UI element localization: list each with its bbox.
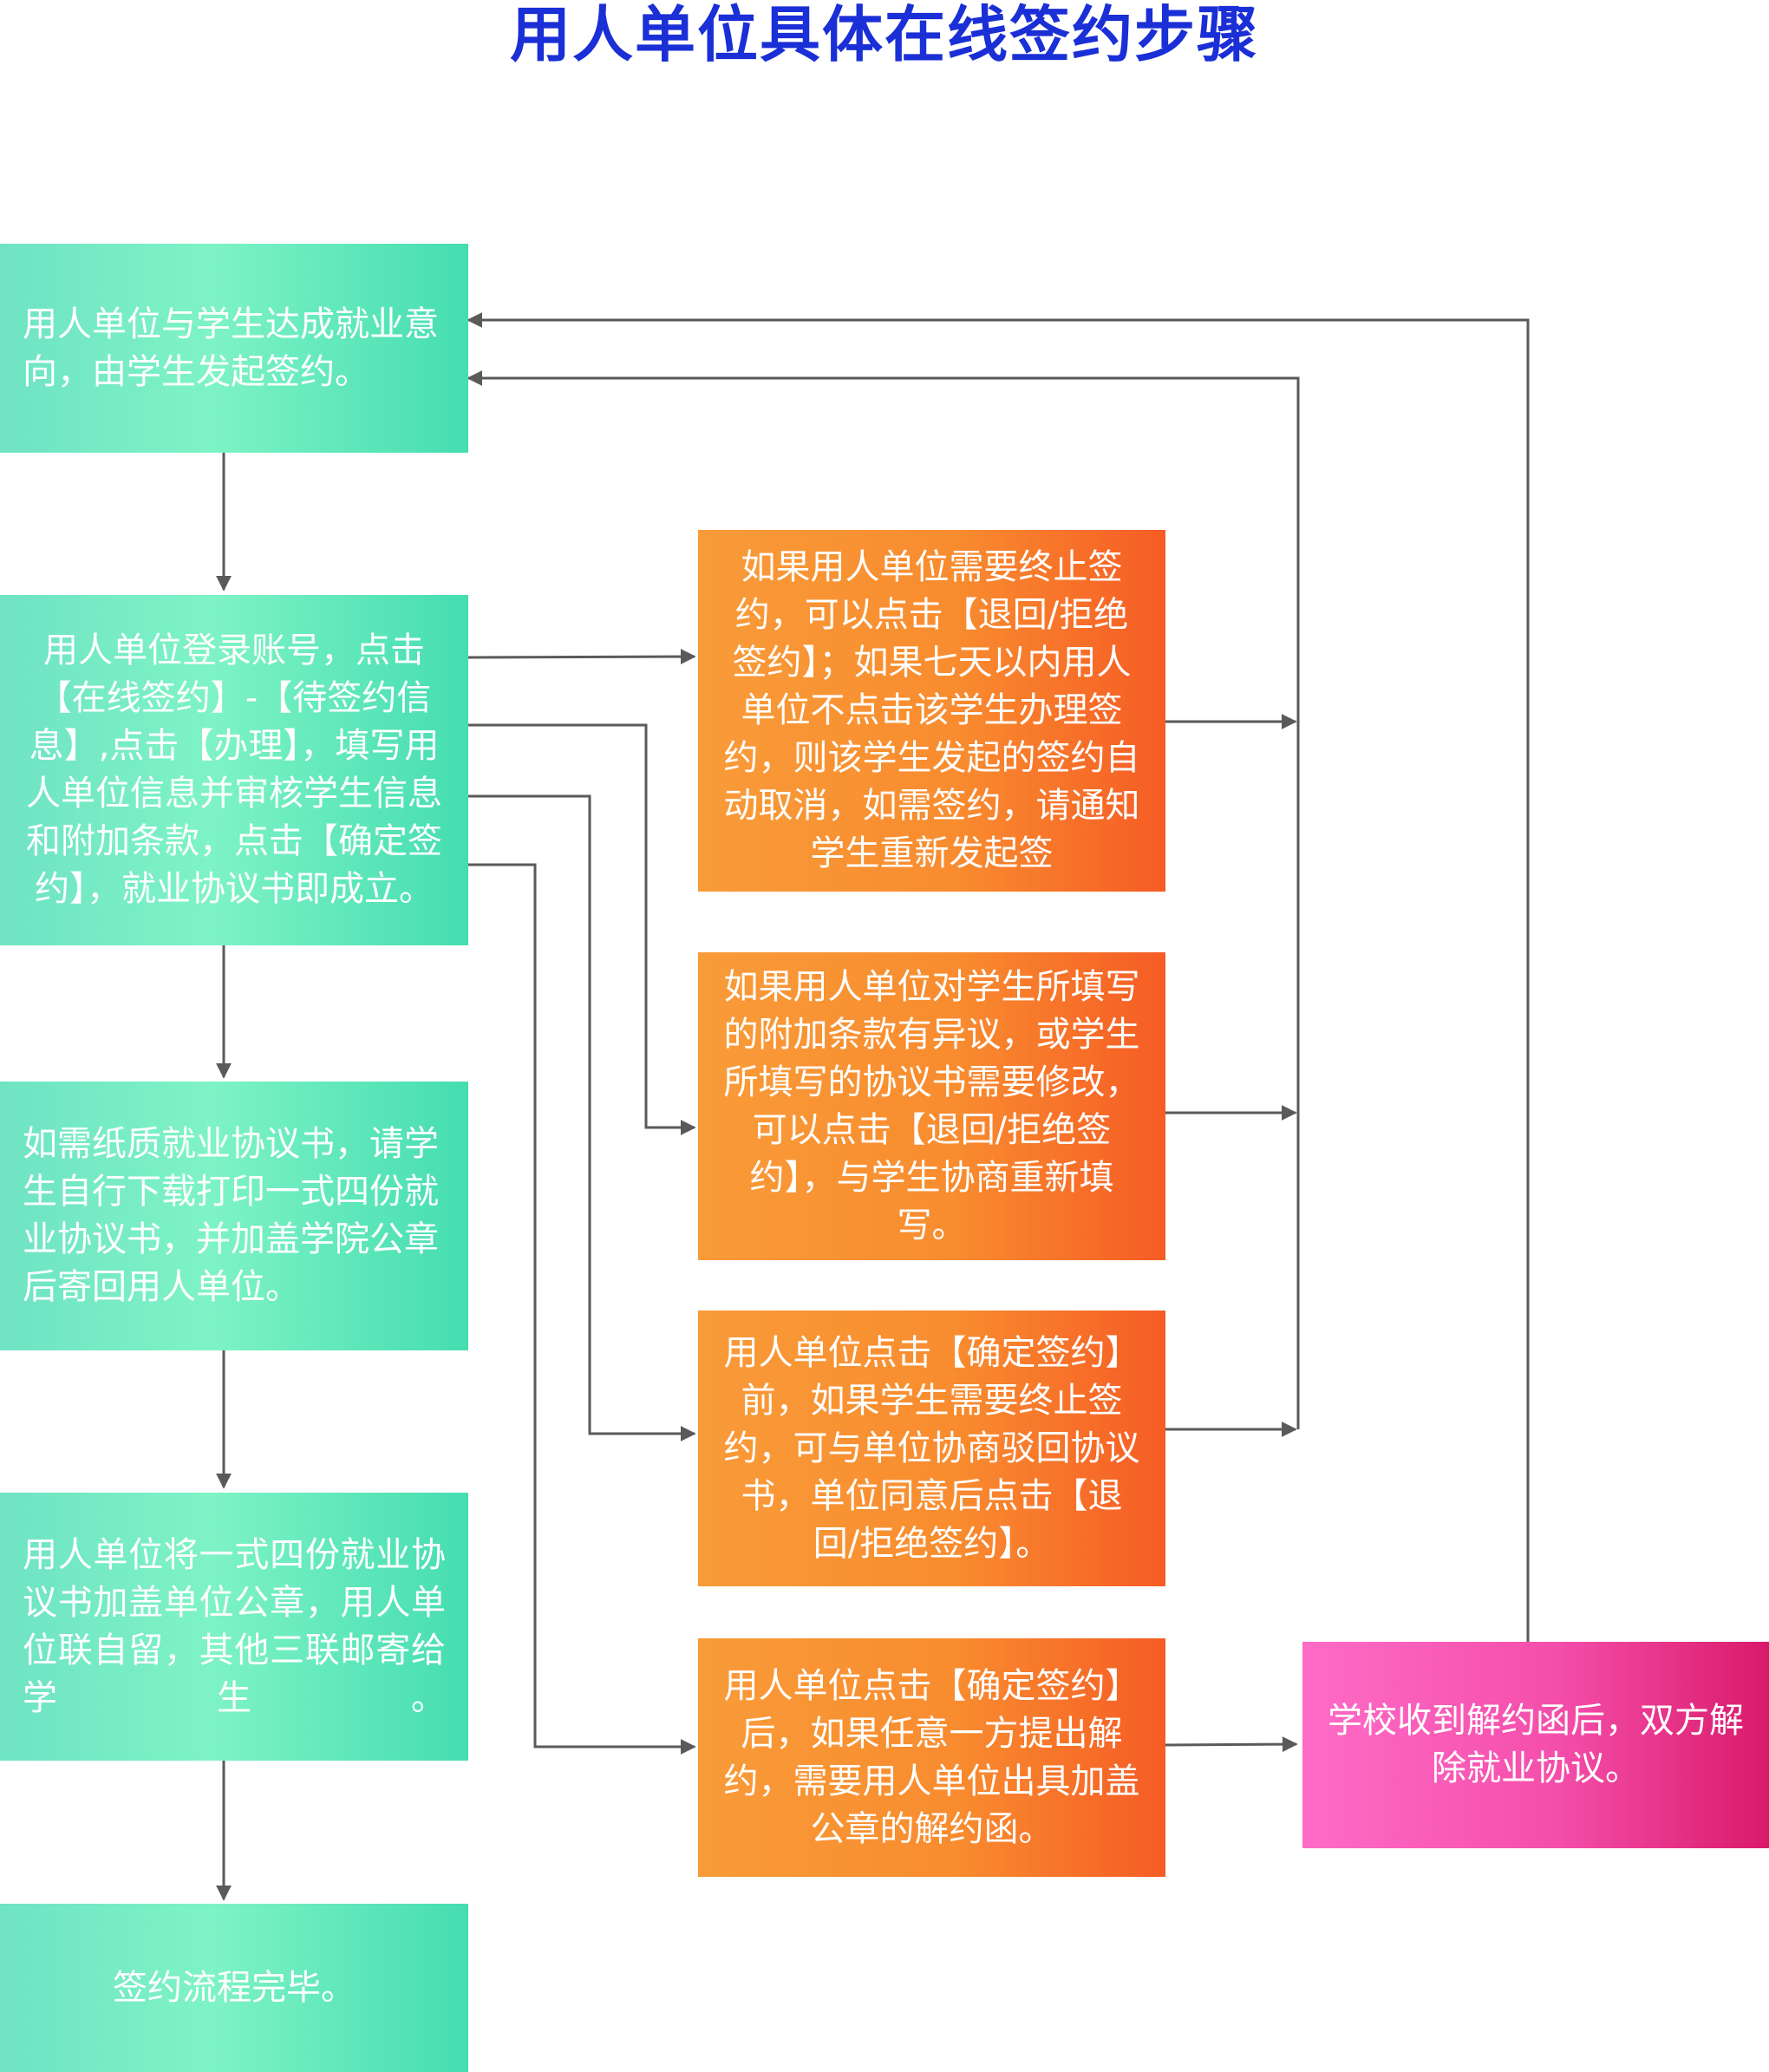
- final-text: 学校收到解约函后，双方解除就业协议。: [1328, 1701, 1744, 1788]
- branch-3-box: 用人单位点击【确定签约】前，如果学生需要终止签约，可与单位协商驳回协议书，单位同…: [698, 1311, 1165, 1586]
- step-3-text: 如需纸质就业协议书，请学生自行下载打印一式四份就业协议书，并加盖学院公章后寄回用…: [23, 1124, 439, 1307]
- branch-4-box: 用人单位点击【确定签约】后，如果任意一方提出解约，需要用人单位出具加盖公章的解约…: [698, 1638, 1165, 1877]
- branch-1-box: 如果用人单位需要终止签约，可以点击【退回/拒绝签约】；如果七天以内用人单位不点击…: [698, 530, 1165, 892]
- step-4-text: 用人单位将一式四份就业协议书加盖单位公章，用人单位联自留，其他三联邮寄给学生。: [23, 1534, 446, 1718]
- step-2-text: 用人单位登录账号，点击【在线签约】-【待签约信息】,点击【办理】，填写用人单位信…: [26, 631, 442, 909]
- arrow-branch4-final: [1165, 1736, 1298, 1753]
- step-5-box: 签约流程完毕。: [0, 1904, 468, 2072]
- step-4-box: 用人单位将一式四份就业协议书加盖单位公章，用人单位联自留，其他三联邮寄给学生。: [0, 1493, 468, 1761]
- step-2-box: 用人单位登录账号，点击【在线签约】-【待签约信息】,点击【办理】，填写用人单位信…: [0, 595, 468, 945]
- arrow-return-step1-inner: [467, 370, 1300, 1429]
- arrow-step2-branch2: [468, 723, 696, 1135]
- arrow-return-step1-outer: [467, 312, 1530, 1642]
- final-box: 学校收到解约函后，双方解除就业协议。: [1302, 1642, 1769, 1848]
- branch-2-box: 如果用人单位对学生所填写的附加条款有异议，或学生所填写的协议书需要修改，可以点击…: [698, 952, 1165, 1260]
- branch-4-text: 用人单位点击【确定签约】后，如果任意一方提出解约，需要用人单位出具加盖公章的解约…: [723, 1665, 1140, 1849]
- branch-2-text: 如果用人单位对学生所填写的附加条款有异议，或学生所填写的协议书需要修改，可以点击…: [723, 966, 1140, 1245]
- arrow-step2-branch4: [468, 863, 696, 1755]
- arrow-step2-branch3: [468, 794, 696, 1441]
- step-5-text: 签约流程完毕。: [113, 1967, 356, 2008]
- branch-1-text: 如果用人单位需要终止签约，可以点击【退回/拒绝签约】；如果七天以内用人单位不点击…: [723, 547, 1140, 873]
- step-1-text: 用人单位与学生达成就业意向，由学生发起签约。: [23, 304, 439, 392]
- step-1-box: 用人单位与学生达成就业意向，由学生发起签约。: [0, 244, 468, 453]
- branch-3-text: 用人单位点击【确定签约】前，如果学生需要终止签约，可与单位协商驳回协议书，单位同…: [723, 1332, 1140, 1564]
- diagram-title: 用人单位具体在线签约步骤: [510, 0, 1259, 70]
- step-3-box: 如需纸质就业协议书，请学生自行下载打印一式四份就业协议书，并加盖学院公章后寄回用…: [0, 1082, 468, 1350]
